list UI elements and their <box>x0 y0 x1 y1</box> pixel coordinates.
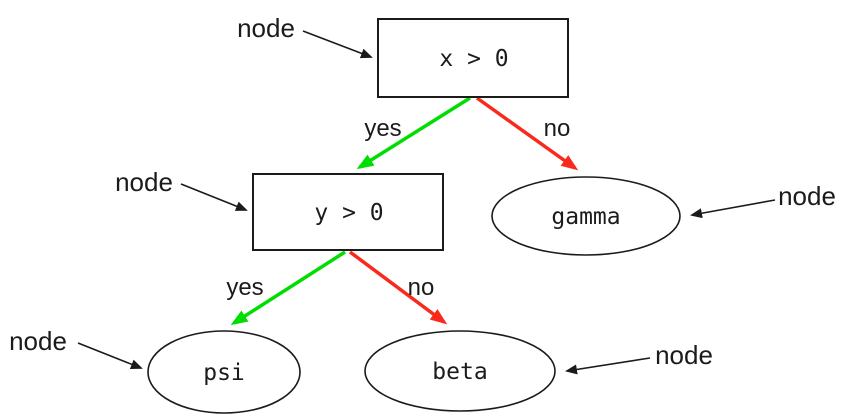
edge-root-yes-arrow <box>356 96 471 170</box>
gamma-leaf-node-label: gamma <box>551 204 620 230</box>
beta-leaf-node <box>364 330 556 412</box>
edge-label-root-no: no <box>544 115 571 142</box>
gamma-leaf-node <box>491 176 681 256</box>
y-decision-node-label: y > 0 <box>314 200 383 226</box>
edge-y-yes-arrow <box>230 250 346 326</box>
callout-arrow-psi <box>77 342 143 369</box>
edge-label-y-no: no <box>408 274 435 301</box>
callout-arrow-beta <box>565 357 651 375</box>
callout-label-psi: node <box>9 326 67 356</box>
root-decision-node-label: x > 0 <box>439 46 508 72</box>
beta-leaf-node-label: beta <box>432 359 487 385</box>
callout-label-y-decision: node <box>115 167 173 197</box>
y-decision-node <box>252 173 444 251</box>
psi-leaf-node-label: psi <box>203 360 245 386</box>
callout-arrow-y-decision <box>180 183 248 211</box>
root-decision-node <box>377 18 569 98</box>
callout-label-beta: node <box>655 340 713 370</box>
edge-root-no-arrow <box>475 96 579 171</box>
callout-arrow-root <box>302 30 373 59</box>
edge-label-root-yes: yes <box>364 115 401 142</box>
edge-y-no-arrow <box>348 250 448 325</box>
callout-label-root: node <box>237 13 295 43</box>
callout-arrow-gamma <box>690 199 776 219</box>
edge-label-y-yes: yes <box>226 274 263 301</box>
callout-label-gamma: node <box>778 181 836 211</box>
psi-leaf-node <box>147 330 301 414</box>
